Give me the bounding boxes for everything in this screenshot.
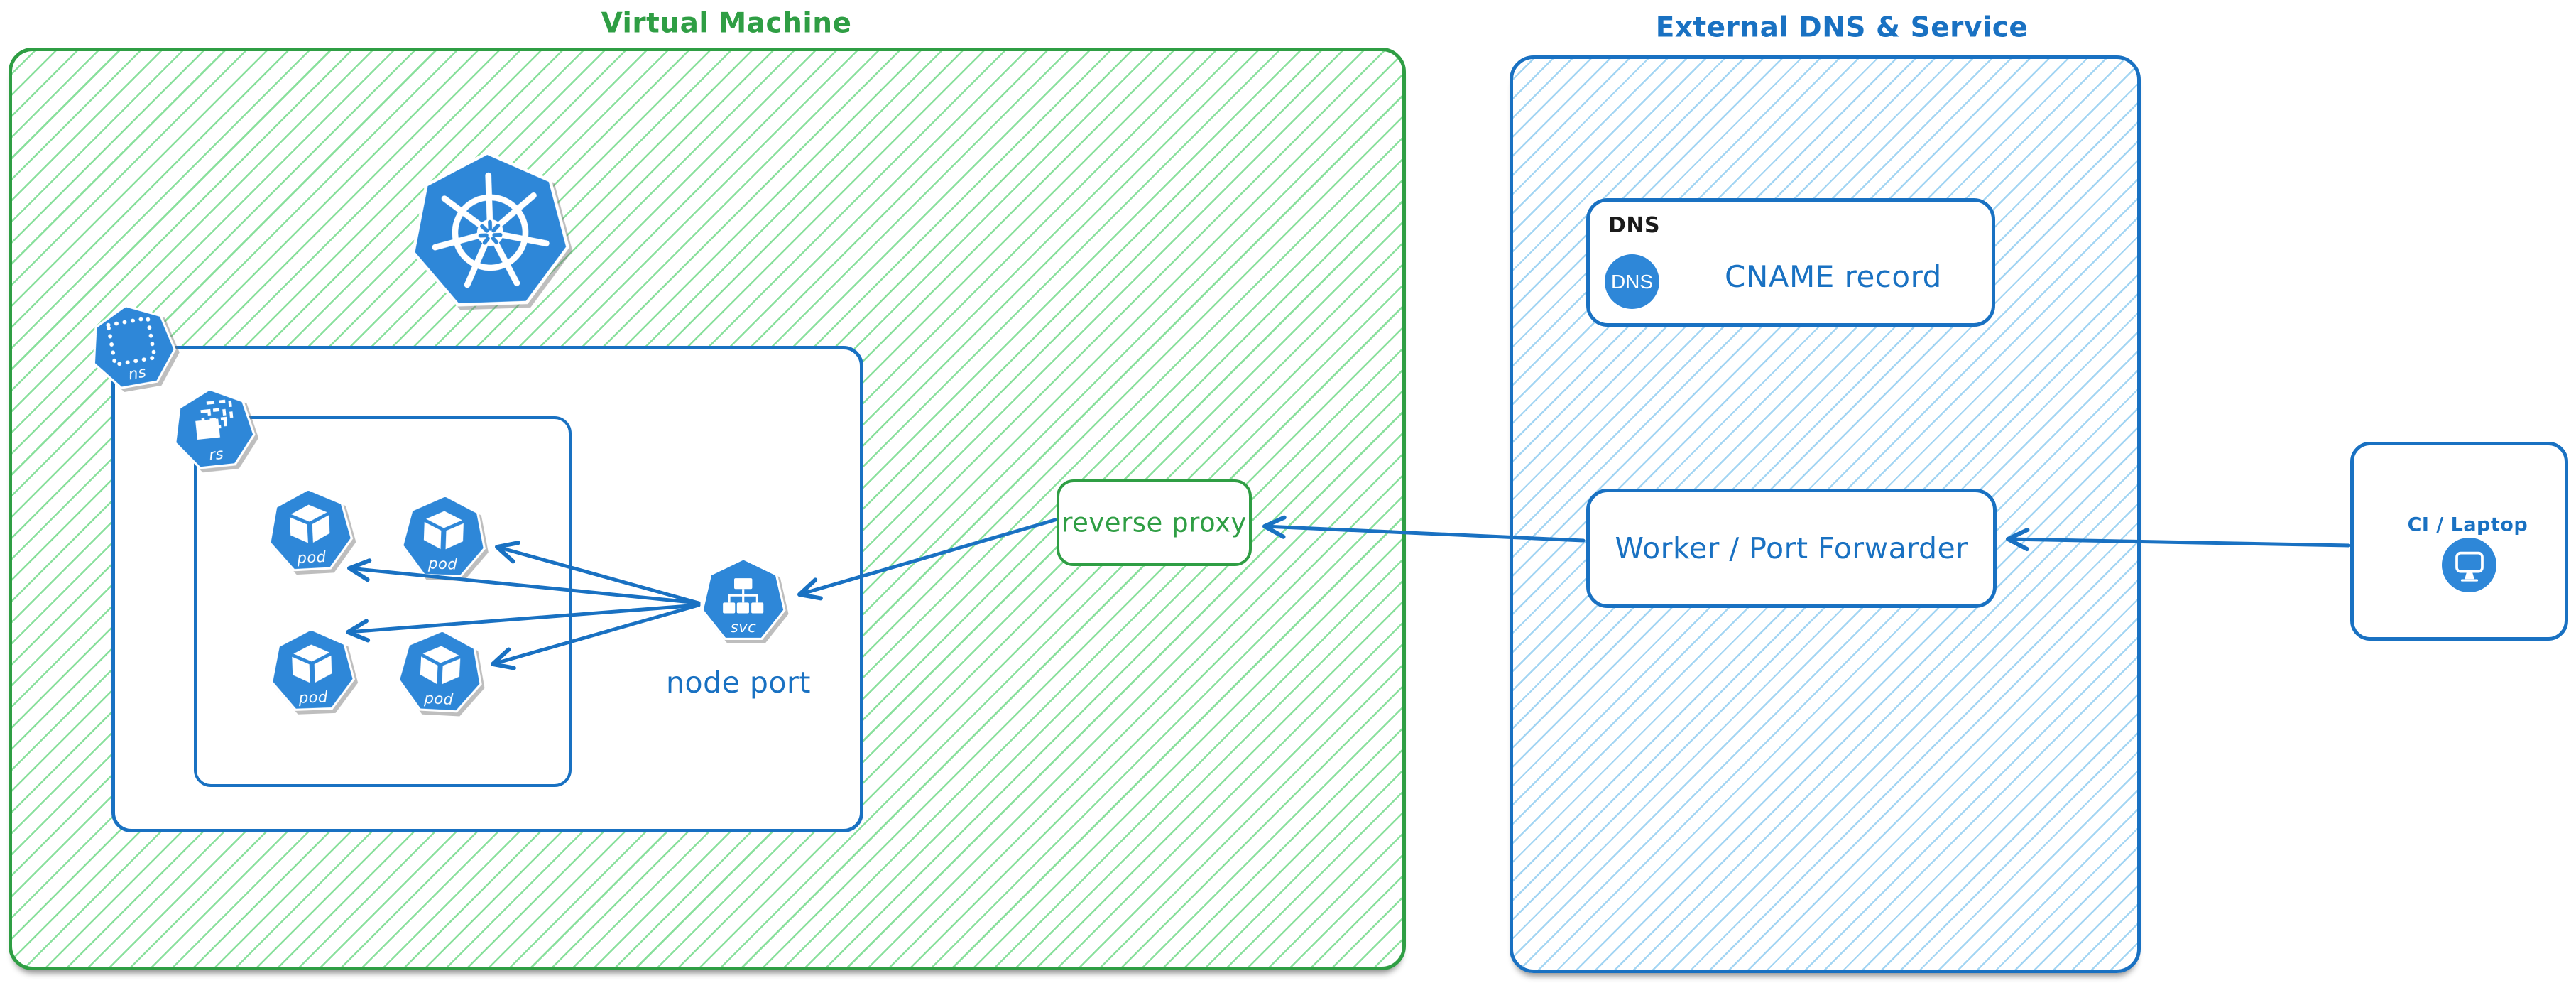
- monitor-icon: [2442, 538, 2496, 592]
- monitor-glyph: [2455, 551, 2484, 582]
- stacked-rects-glyph: [195, 398, 234, 440]
- dns-badge-icon: DNS: [1605, 254, 1659, 309]
- namespace-icon: ns: [82, 297, 182, 397]
- helm-wheel-glyph: [432, 172, 550, 288]
- pod-label: pod: [298, 688, 329, 707]
- reverse-proxy-label: reverse proxy: [1061, 507, 1247, 538]
- node-port-caption: node port: [666, 666, 811, 700]
- cube-glyph: [290, 504, 330, 543]
- dotted-square-glyph: [106, 315, 158, 367]
- cube-glyph: [292, 644, 332, 683]
- cname-record-label: CNAME record: [1725, 259, 1942, 294]
- pod-icon: pod: [395, 627, 486, 718]
- virtual-machine-title: Virtual Machine: [601, 7, 852, 40]
- cube-glyph: [420, 646, 461, 685]
- pod-label: pod: [296, 548, 327, 567]
- replicaset-box: [194, 416, 572, 787]
- dns-heading: DNS: [1608, 213, 1661, 238]
- kubernetes-logo-icon: [406, 148, 574, 316]
- pod-label: pod: [423, 689, 454, 708]
- reverse-proxy-box: reverse proxy: [1057, 479, 1252, 566]
- service-tree-glyph: [723, 578, 764, 614]
- cube-glyph: [424, 511, 464, 549]
- pod-icon: pod: [399, 493, 489, 582]
- pod-icon: pod: [265, 486, 356, 577]
- ci-laptop-box: CI / Laptop: [2350, 442, 2568, 641]
- worker-port-forwarder-label: Worker / Port Forwarder: [1615, 531, 1968, 565]
- ci-laptop-label: CI / Laptop: [2407, 514, 2528, 536]
- external-dns-service-title: External DNS & Service: [1655, 11, 2029, 44]
- pod-label: pod: [427, 555, 458, 573]
- replicaset-icon: rs: [168, 384, 260, 476]
- service-icon-label: svc: [730, 618, 757, 636]
- worker-port-forwarder-box: Worker / Port Forwarder: [1586, 489, 1997, 608]
- service-icon: svc: [700, 558, 787, 644]
- dns-card: DNS DNS CNAME record: [1586, 198, 1995, 327]
- pod-icon: pod: [268, 626, 357, 716]
- dns-badge-label: DNS: [1610, 270, 1654, 293]
